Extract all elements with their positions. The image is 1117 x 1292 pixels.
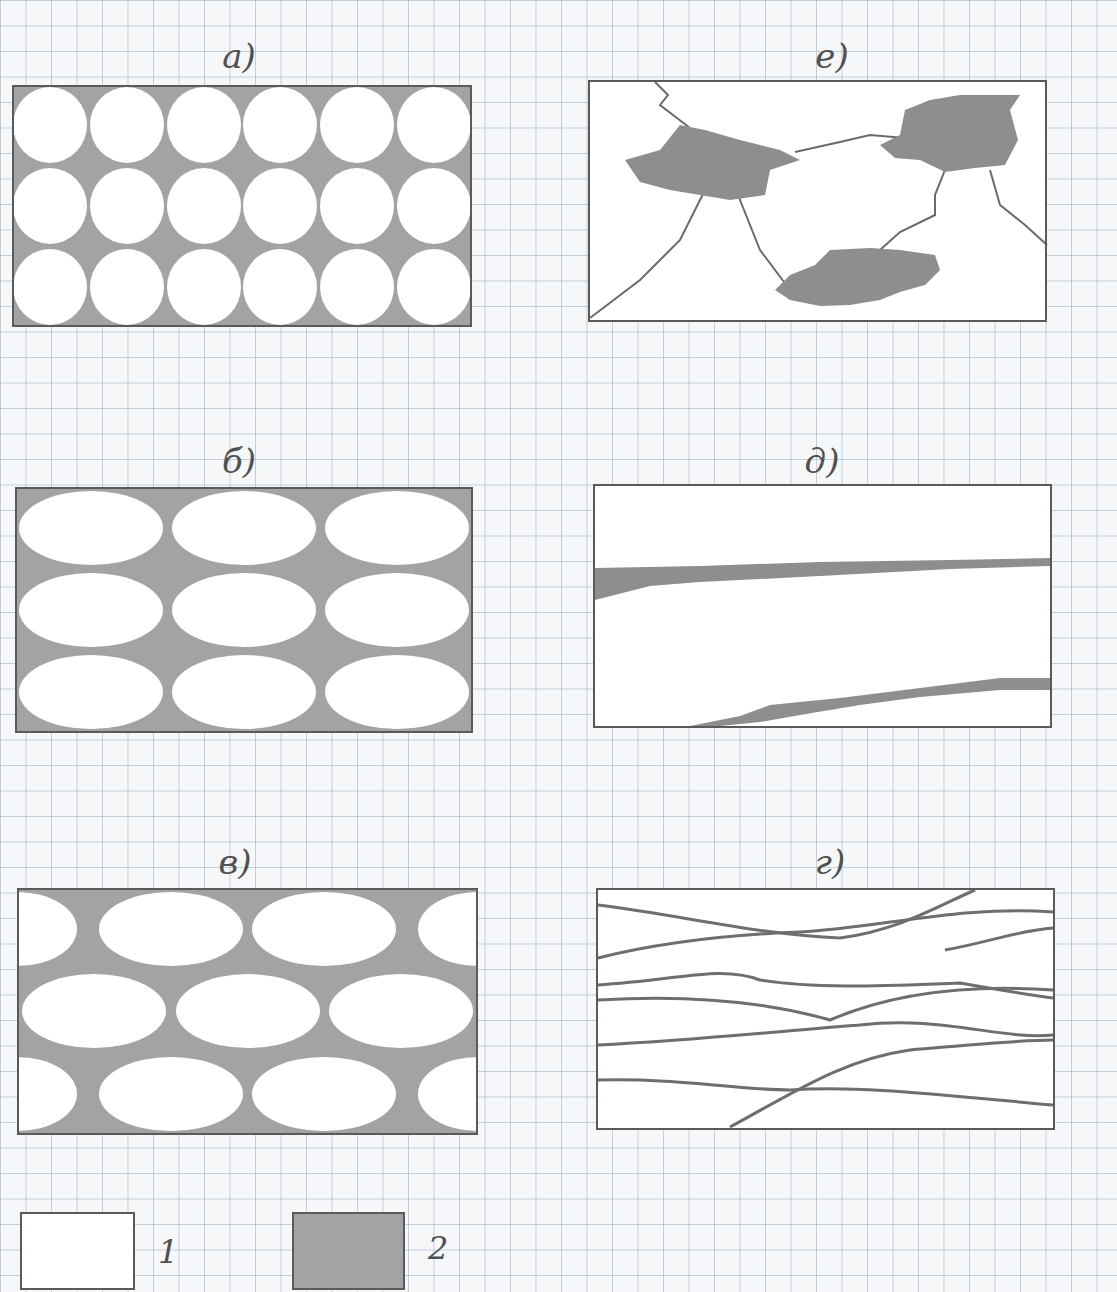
cracks-and-cavities xyxy=(588,80,1047,322)
round-grains xyxy=(12,85,472,327)
panel-label: е) xyxy=(815,39,848,73)
legend-swatch xyxy=(20,1212,135,1290)
panel-label: в) xyxy=(218,845,251,879)
sample-panel: е) xyxy=(588,80,1047,322)
legend-number: 1 xyxy=(158,1236,178,1268)
sample-panel: а) xyxy=(12,85,472,327)
panel-label: г) xyxy=(815,845,845,879)
panel-label: д) xyxy=(805,444,840,478)
panel-label: а) xyxy=(222,39,256,73)
sample-panel: в) xyxy=(17,888,478,1135)
sample-panel: б) xyxy=(15,487,473,733)
panel-label: б) xyxy=(222,444,256,478)
sample-panel: д) xyxy=(593,484,1052,728)
oval-grains xyxy=(15,487,473,733)
layer-bands xyxy=(593,484,1052,728)
legend-number: 2 xyxy=(428,1232,448,1264)
staggered-grains xyxy=(17,888,478,1135)
sample-panel: г) xyxy=(596,888,1055,1130)
legend-swatch xyxy=(292,1212,405,1290)
thin-fissures xyxy=(596,888,1055,1130)
